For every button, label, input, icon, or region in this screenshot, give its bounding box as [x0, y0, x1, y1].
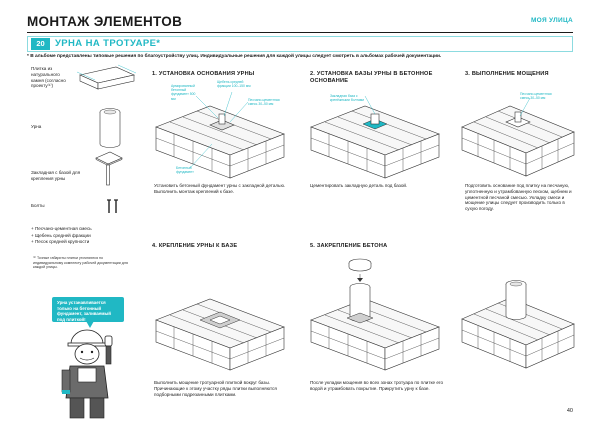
section-title: УРНА НА ТРОТУАРЕ*: [55, 38, 161, 49]
section-note: * В альбоме представлены типовые решения…: [27, 54, 442, 59]
urn-illustration: [99, 108, 121, 148]
step-1-diagram: [155, 91, 285, 179]
step-1-callout: Песчано-цементная смесь 30–50 мм: [248, 98, 280, 107]
step-3-caption: Подготовить основание под плитку на песч…: [465, 183, 572, 212]
bolts-label: Болты: [31, 203, 45, 208]
material-item: + Щебень средней фракции: [31, 232, 91, 238]
step-3-diagram: [461, 97, 575, 177]
step-1-caption: Установить бетонный фундамент урны с зак…: [154, 183, 286, 194]
step-5-diagram: [310, 258, 440, 371]
stone-slab-illustration: [76, 64, 137, 90]
step-1-title: 1. УСТАНОВКА ОСНОВАНИЯ УРНЫ: [152, 71, 255, 77]
material-item: + Песок средней крупности: [31, 239, 90, 244]
step-4-caption: Выполнить мощение тротуарной плиткой вок…: [154, 380, 277, 397]
final-urn-diagram: [461, 280, 575, 369]
material-item: + Песчано-цементная смесь: [31, 226, 92, 231]
step-5-caption: После укладки мощения во всех зонах трот…: [310, 380, 444, 391]
step-1-callout: Бетонный фундамент: [176, 166, 194, 175]
header-divider: [27, 32, 573, 33]
step-2-callout: Закладная база с крепёжными болтами: [330, 94, 365, 103]
bolts-illustration: [107, 199, 118, 213]
embed-base-illustration: [95, 151, 123, 186]
step-3-title: 3. ВЫПОЛНЕНИЕ МОЩЕНИЯ: [465, 71, 549, 77]
step-2-diagram: [310, 95, 440, 179]
urn-label: Урна: [31, 124, 42, 129]
worker-illustration: [61, 329, 113, 419]
step-2-caption: Цементировать закладную деталь под базой…: [310, 183, 408, 188]
step-1-callout: Щебень средней фракции 100–150 мм: [217, 80, 251, 89]
bubble-tail: [86, 321, 94, 328]
step-4-title: 4. КРЕПЛЕНИЕ УРНЫ К БАЗЕ: [152, 243, 238, 249]
step-1-callout: Армированный бетонный фундамент 500 мм: [171, 84, 196, 101]
step-2-title: 2. УСТАНОВКА БАЗЫ УРНЫ В БЕТОННОЕ ОСНОВА…: [310, 71, 433, 84]
warning-speech-bubble: Урна устанавливается только на бетонный …: [52, 297, 124, 322]
slab-label: Плитка из натурального камня (согласно п…: [31, 66, 66, 89]
embed-label: Закладная с базой для крепления урны: [31, 170, 81, 181]
brand-label: МОЯ УЛИЦА: [530, 17, 573, 24]
step-4-diagram: [155, 298, 285, 371]
page-title: МОНТАЖ ЭЛЕМЕНТОВ: [27, 14, 183, 29]
section-number-badge: 20: [31, 38, 50, 50]
footnote: ⁽¹⁾ Точные габариты плитки уточняются по…: [33, 256, 128, 270]
step-3-callout: Песчано-цементная смесь 30–50 мм: [520, 92, 552, 101]
section-frame: [27, 36, 573, 52]
step-5-title: 5. ЗАКРЕПЛЕНИЕ БЕТОНА: [310, 243, 388, 249]
page-number: 40: [566, 408, 573, 414]
